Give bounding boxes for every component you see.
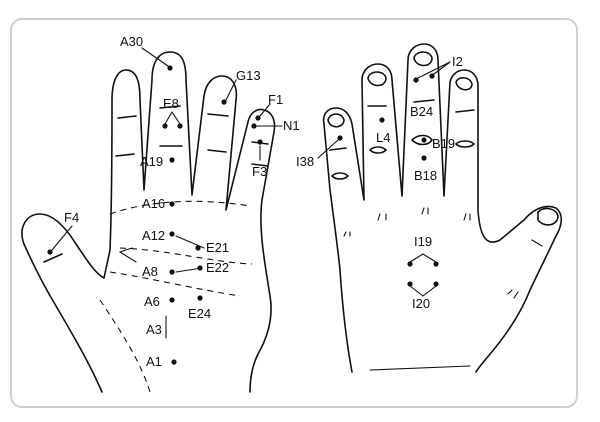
label-E24: E24: [188, 306, 211, 321]
point-A8: [169, 269, 175, 275]
point-I38: [337, 135, 343, 141]
point-I2-left: [413, 77, 419, 83]
point-G13: [221, 99, 227, 105]
label-A3: A3: [146, 322, 162, 337]
label-A30: A30: [120, 34, 143, 49]
label-F1: F1: [268, 92, 283, 107]
label-E22: E22: [206, 260, 229, 275]
back-labels: I2 B24 L4 B19 I38 B18 I19 I20: [296, 54, 463, 311]
point-A12: [169, 231, 175, 237]
point-I20-left: [407, 281, 413, 287]
label-I38: I38: [296, 154, 314, 169]
point-A19: [169, 157, 175, 163]
label-B24: B24: [410, 104, 433, 119]
point-B18: [421, 155, 427, 161]
point-I2-right: [429, 73, 435, 79]
palm-hand-outline: [21, 51, 276, 393]
point-A16: [169, 201, 175, 207]
point-E8-left: [162, 123, 168, 129]
label-B19: B19: [432, 136, 455, 151]
label-F4: F4: [64, 210, 79, 225]
label-I19: I19: [414, 234, 432, 249]
point-A30: [167, 65, 173, 71]
label-F3: F3: [252, 164, 267, 179]
diagram-frame: [10, 18, 578, 408]
label-A12: A12: [142, 228, 165, 243]
back-hand-outline: [322, 43, 563, 373]
label-E8: E8: [163, 96, 179, 111]
label-A1: A1: [146, 354, 162, 369]
palm-labels: A30 E8 G13 F1 N1 A19 F3 A16 F4 A12 E21 E…: [64, 34, 300, 369]
label-N1: N1: [283, 118, 300, 133]
back-points: [317, 61, 451, 297]
label-B18: B18: [414, 168, 437, 183]
label-I2: I2: [452, 54, 463, 69]
point-A1: [171, 359, 177, 365]
label-A6: A6: [144, 294, 160, 309]
point-F3: [257, 139, 263, 145]
label-A8: A8: [142, 264, 158, 279]
point-A6: [169, 297, 175, 303]
point-I19-left: [407, 261, 413, 267]
point-I19-right: [433, 261, 439, 267]
point-E8-right: [177, 123, 183, 129]
label-E21: E21: [206, 240, 229, 255]
label-A19: A19: [140, 154, 163, 169]
point-F4: [47, 249, 53, 255]
point-N1: [251, 123, 257, 129]
point-E21: [195, 245, 201, 251]
point-E24: [197, 295, 203, 301]
point-I20-right: [433, 281, 439, 287]
label-A16: A16: [142, 196, 165, 211]
point-F1: [255, 115, 261, 121]
palm-points: [47, 47, 283, 365]
label-I20: I20: [412, 296, 430, 311]
point-L4: [379, 117, 385, 123]
point-B19: [421, 137, 427, 143]
label-L4: L4: [376, 130, 390, 145]
label-G13: G13: [236, 68, 261, 83]
